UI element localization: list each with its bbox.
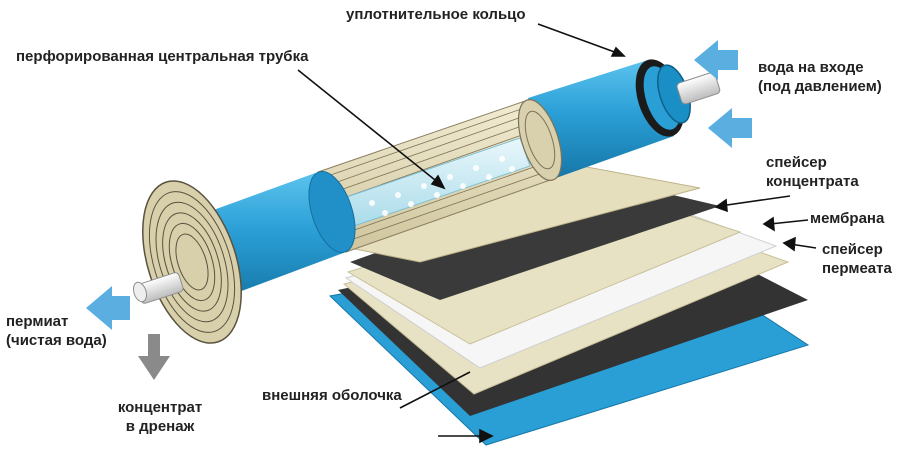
- permeate-spacer-line1: спейсер: [822, 241, 883, 258]
- permeate-line1: пермиат: [6, 313, 69, 330]
- rear-shell: [528, 59, 721, 178]
- leader-lines: [297, 23, 817, 444]
- perforated-tube-label: перфорированная центральная трубка: [16, 47, 308, 66]
- inflow-arrow-icon: [694, 40, 752, 148]
- water-in-line1: вода на входе: [758, 59, 864, 76]
- membrane-label: мембрана: [810, 209, 884, 228]
- concentrate-spacer-label: спейсер концентрата: [766, 153, 859, 191]
- concentrate-spacer-line2: концентрата: [766, 173, 859, 190]
- permeate-line2: (чистая вода): [6, 332, 107, 349]
- water-in-line2: (под давлением): [758, 78, 882, 95]
- concentrate-drain-label: концентрат в дренаж: [100, 398, 220, 436]
- concentrate-drain-line2: в дренаж: [125, 418, 195, 435]
- outer-shell-text: внешняя оболочка: [262, 387, 402, 404]
- feed-pipe: [676, 72, 721, 105]
- perforated-tube-text: перфорированная центральная трубка: [16, 48, 309, 65]
- permeate-arrow-icon: [86, 286, 130, 330]
- permeate-label: пермиат (чистая вода): [6, 312, 107, 350]
- seal-ring-text: уплотнительное кольцо: [346, 6, 526, 23]
- concentrate-drain-line1: концентрат: [117, 399, 203, 416]
- seal-ring-label: уплотнительное кольцо: [346, 5, 526, 24]
- membrane-text: мембрана: [810, 210, 885, 227]
- outer-shell-label: внешняя оболочка: [262, 386, 402, 405]
- permeate-spacer-line2: пермеата: [822, 260, 892, 277]
- water-in-label: вода на входе (под давлением): [758, 58, 882, 96]
- drain-arrow-icon: [138, 334, 170, 380]
- front-end-roll: [133, 180, 242, 344]
- concentrate-spacer-line1: спейсер: [766, 154, 827, 171]
- permeate-spacer-label: спейсер пермеата: [822, 240, 892, 278]
- membrane-layers: [328, 161, 810, 446]
